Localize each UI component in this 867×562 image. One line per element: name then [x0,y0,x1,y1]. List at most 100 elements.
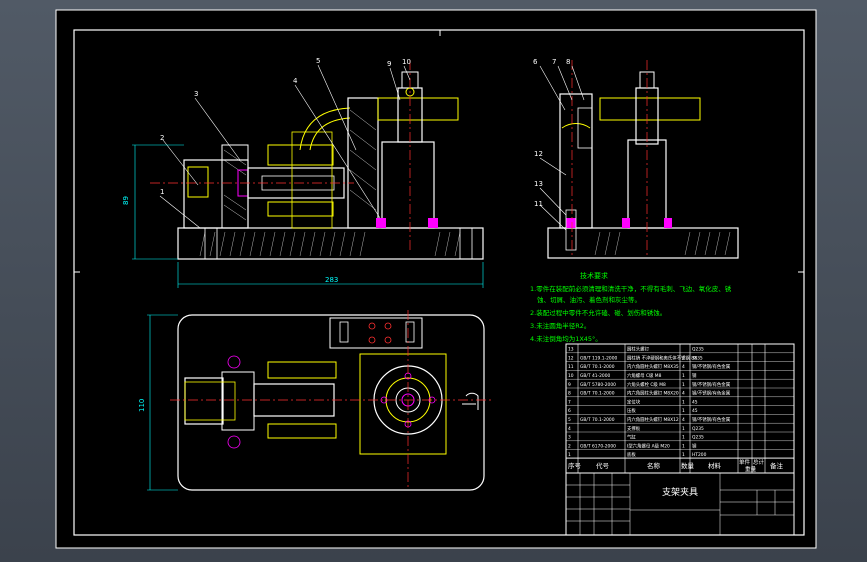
title-block: 支架夹具 [565,472,795,536]
outer-border [55,9,817,549]
bom-cell-qty: 1 [682,399,685,405]
bom-cell-material: 钢 [692,442,697,449]
bom-cell-qty: 1 [682,435,685,441]
bom-cell-name: 六角头螺栓 C级 M8 [627,381,666,388]
bom-header: 序号 代号 名称 数量 材料 单件 总计 重量 备注 [568,458,784,473]
bom-cell-qty: 1 [682,426,685,432]
svg-text:2: 2 [160,134,164,142]
bom-cell-no: 11 [568,364,574,370]
bom-cell-material: 钢 [692,372,697,379]
bom-cell-name: 气缸 [627,434,636,441]
bom-cell-qty: 1 [682,408,685,414]
dim-width: 283 [325,276,338,284]
tech-req-line-3: 2.装配过程中零件不允许磕、碰、划伤和锈蚀。 [530,308,666,317]
bom-cell-material: 钢/不锈钢/有色金属 [692,390,730,397]
bom-cell-qty: 4 [682,364,685,370]
tech-req-line-1: 1.零件在装配前必须清理和清洗干净，不得有毛刺、飞边、氧化皮、锈 [530,284,732,293]
bom-cell-qty: 4 [682,417,685,423]
bom-cell-name: 支撑板 [627,425,641,432]
bom-cell-no: 9 [568,382,571,388]
svg-text:单件: 单件 [739,458,751,466]
bom-cell-no: 6 [568,408,571,414]
dim-plan-height: 110 [138,399,146,412]
side-callouts: 6 7 8 12 13 11 [533,58,570,208]
bom-cell-name: 圆柱头螺钉 [627,346,650,353]
svg-text:8: 8 [566,58,570,66]
tech-req-line-2: 蚀、切屑、油污、着色剂和灰尘等。 [537,295,641,304]
bom-cell-no: 13 [568,347,574,353]
bom-cell-qty: 2 [682,355,685,361]
bom-cell-material: Q235 [692,347,704,353]
bom-cell-no: 7 [568,399,571,405]
bom-cell-qty: 4 [682,391,685,397]
bom-cell-no: 1 [568,452,571,458]
bom-cell-material: HT200 [692,452,707,458]
bom-cell-code: GB/T 119.1-2000 [580,355,618,361]
svg-text:4: 4 [293,77,298,85]
svg-text:3: 3 [194,90,198,98]
svg-text:7: 7 [552,58,556,66]
front-callouts: 1 2 3 4 5 9 10 [160,57,411,196]
bom-cell-material: 45 [692,399,698,405]
bom-cell-material: 45 [692,408,698,414]
bom-cell-no: 3 [568,435,571,441]
plan-view: 110 [138,310,492,491]
bom-cell-name: 六角螺母 C级 M8 [627,372,662,379]
m20-nut [187,166,209,198]
svg-text:9: 9 [387,60,391,68]
bom-cell-no: 8 [568,391,571,397]
bom-cell-name: 圆柱销 不淬硬钢和奥氏体不锈钢 8X35 [627,354,703,361]
svg-text:序号: 序号 [568,461,582,470]
front-view: 89 283 1 2 3 4 5 9 10 [122,57,484,288]
bom-cell-qty: 1 [682,452,685,458]
bom-cell-code: GB/T 6170-2000 [580,443,616,449]
svg-text:10: 10 [402,58,411,66]
inner-frame [73,29,805,536]
bom-cell-no: 12 [568,355,574,361]
bom-cell-name: 压板 [627,407,636,414]
bom-cell-qty: 1 [682,373,685,379]
bom-cell-no: 4 [568,426,571,432]
svg-text:代号: 代号 [596,461,610,470]
bom-cell-code: GB/T 70.1-2000 [580,364,615,370]
tech-req-heading: 技术要求 [580,271,608,280]
svg-text:12: 12 [534,150,543,158]
tech-req-line-4: 3.未注圆角半径R2。 [530,321,590,330]
svg-text:总计: 总计 [753,458,765,466]
svg-text:材料: 材料 [708,461,722,470]
bom-cell-name: 内六角圆柱头螺钉 M8X12 [627,416,679,423]
tech-req-line-5: 4.未注倒角均为1X45°。 [530,334,602,343]
bom-cell-name: 内六角圆柱头螺钉 M8X20 [627,390,679,397]
svg-text:备注: 备注 [770,461,784,470]
bom-cell-code: GB/T 41-2000 [580,373,611,379]
clamp-post [381,141,435,229]
svg-text:6: 6 [533,58,538,66]
svg-text:名称: 名称 [647,461,661,470]
bom-cell-material: 钢/不锈钢/有色金属 [692,381,730,388]
svg-text:13: 13 [534,180,543,188]
bom-cell-no: 10 [568,373,574,379]
bom-cell-no: 2 [568,443,571,449]
svg-text:数量: 数量 [681,461,695,470]
bom-cell-code: GB/T 70.1-2000 [580,391,615,397]
bom-cell-code: GB/T 70.1-2000 [580,417,615,423]
side-view: 6 7 8 12 13 11 [533,58,739,259]
bom-cell-name: 内六角圆柱头螺钉 M8X35 [627,363,679,370]
bom-cell-qty: 1 [682,443,685,449]
bom-cell-qty: 1 [682,382,685,388]
bom-cell-material: 钢/不锈钢/有色金属 [692,416,730,423]
bom-cell-code: GB/T 5780-2000 [580,382,616,388]
bom-cell-name: 定位块 [627,398,641,405]
bom-cell-material: Q235 [692,435,704,441]
svg-text:5: 5 [316,57,320,65]
bom-cell-material: Q235 [692,426,704,432]
support-plate [347,97,379,229]
technical-requirements: 技术要求 1.零件在装配前必须清理和清洗干净，不得有毛刺、飞边、氧化皮、锈 蚀、… [530,271,732,343]
svg-text:1: 1 [160,188,164,196]
bom-cell-material: 35 [692,355,698,361]
drawing-title: 支架夹具 [662,486,698,498]
bom-cell-name: 底板 [627,451,636,458]
